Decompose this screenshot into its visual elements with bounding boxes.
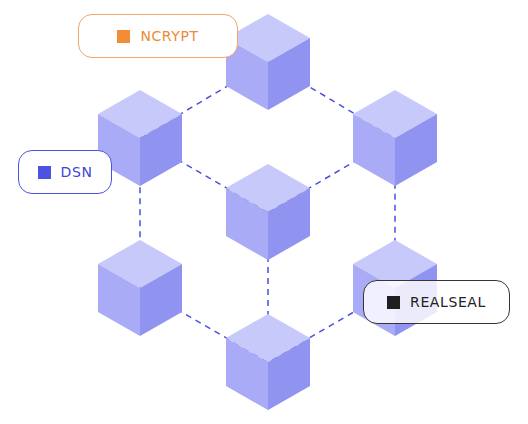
color-square: [117, 30, 130, 43]
cube: [226, 314, 310, 410]
cube: [98, 240, 182, 336]
label-box: NCRYPT: [78, 14, 238, 58]
label-text: DSN: [61, 164, 93, 180]
label-text: REALSEAL: [410, 294, 486, 310]
label-box: DSN: [18, 150, 112, 194]
label-box: REALSEAL: [363, 280, 510, 324]
label-text: NCRYPT: [140, 28, 198, 44]
cube: [226, 14, 310, 110]
color-square: [38, 166, 51, 179]
color-square: [387, 296, 400, 309]
cubes: [98, 14, 437, 410]
cube: [353, 90, 437, 186]
cube: [226, 164, 310, 260]
